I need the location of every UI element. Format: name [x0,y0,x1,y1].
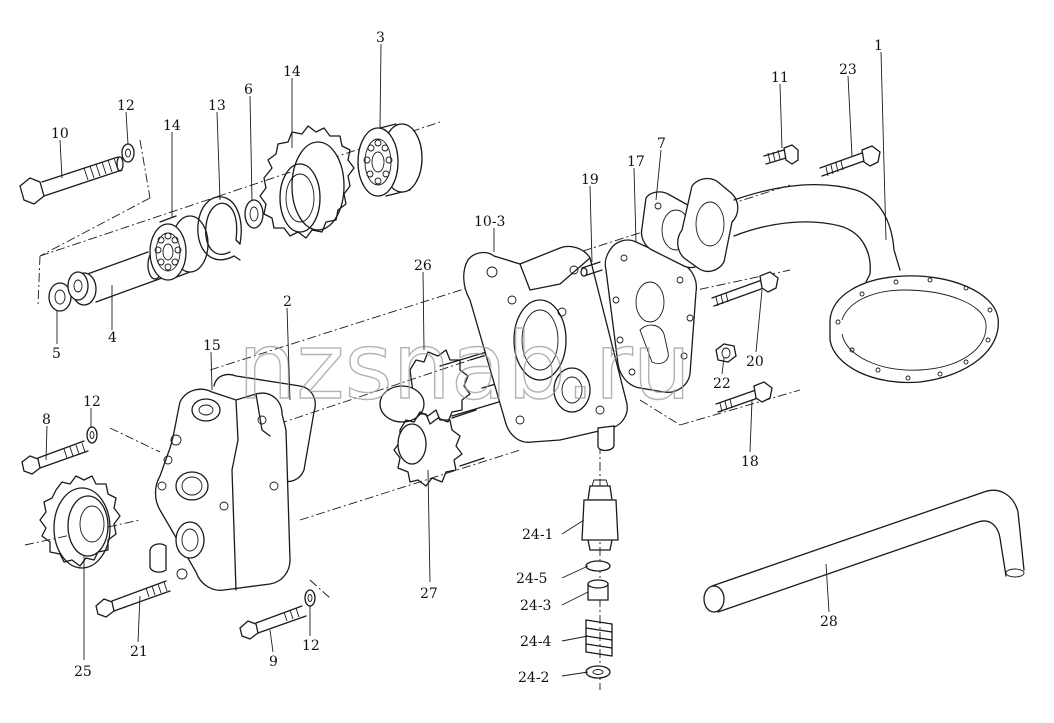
part-28-hose [703,489,1025,613]
callouts: 1 2 3 4 5 6 7 8 9 10 10-3 11 12 12 12 13… [42,30,883,686]
part-12-washer-bottom [304,589,316,607]
watermark: nzsnab.ru [238,313,691,420]
callout-25: 25 [74,664,92,680]
part-1-suction-pipe [677,177,999,384]
callout-24-3: 24-3 [520,598,551,614]
callout-7: 7 [657,136,666,152]
part-24-2-washer [585,665,611,679]
callout-26: 26 [414,258,432,274]
callout-1: 1 [874,38,883,54]
callout-4: 4 [108,330,117,346]
callout-13: 13 [208,98,226,114]
part-9-bolt [239,605,307,640]
callout-20: 20 [746,354,764,370]
part-14-gear [259,125,355,239]
part-27-gear [393,409,485,487]
part-4-shaft [67,250,163,306]
callout-5: 5 [52,346,61,362]
part-18-bolt [715,381,773,413]
callout-14-gear: 14 [283,64,301,80]
part-22-nut [715,343,737,363]
part-5-washer [48,282,72,312]
callout-8: 8 [42,412,51,428]
callout-11: 11 [771,70,789,86]
part-24-1-valve-seat [581,479,619,551]
part-25-gear [39,475,121,569]
callout-23: 23 [839,62,857,78]
callout-21: 21 [130,644,148,660]
part-11-bolt [763,144,799,165]
part-12-washer-top [121,143,135,163]
callout-27: 27 [420,586,438,602]
part-13-snap-ring [197,196,242,261]
callout-12-bottom: 12 [302,638,320,654]
part-12-washer-mid [86,426,98,444]
part-19-pin [580,261,603,277]
part-23-bolt [819,145,881,177]
part-2-cover-housing [149,373,316,591]
part-10-bolt [19,156,124,205]
part-14-bearing-left [149,215,209,281]
callout-14-left: 14 [163,118,181,134]
callout-28: 28 [820,614,838,630]
callout-12-top: 12 [117,98,135,114]
callout-19: 19 [581,172,599,188]
part-24-5-ring [585,560,611,572]
callout-22: 22 [713,376,731,392]
part-21-bolt [95,580,171,618]
callout-24-4: 24-4 [520,634,552,650]
callout-24-5: 24-5 [516,571,547,587]
part-10-3-pump-body [463,245,628,452]
part-24-4-spring [585,619,613,657]
part-6-washer [244,199,264,229]
callout-17: 17 [627,154,645,170]
callout-6: 6 [244,82,253,98]
callout-24-1: 24-1 [522,527,553,543]
callout-9: 9 [269,654,278,670]
callout-18: 18 [741,454,759,470]
leader-lines [45,43,887,677]
part-8-bolt [21,440,89,475]
callout-3: 3 [376,30,385,46]
callout-15: 15 [203,338,221,354]
callout-24-2: 24-2 [518,670,549,686]
callout-2: 2 [283,294,292,310]
callout-10-3: 10-3 [474,214,505,230]
part-20-bolt [711,271,779,307]
part-3-bearing [357,123,423,197]
callout-10: 10 [51,126,69,142]
part-24-3-plunger [587,579,609,601]
callout-12-mid: 12 [83,394,101,410]
